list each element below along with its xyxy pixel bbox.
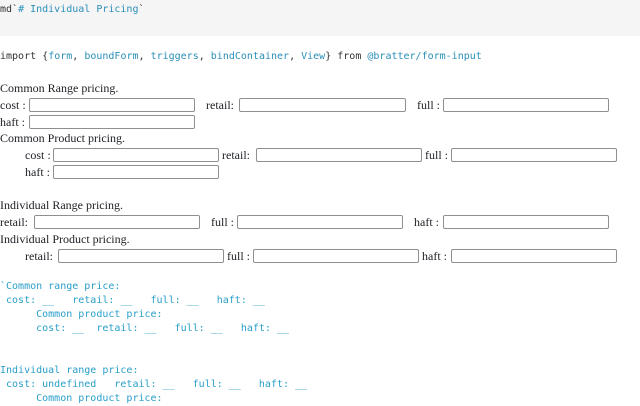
import-brace-open: { xyxy=(42,51,49,62)
common-range-retail-input[interactable] xyxy=(239,98,406,112)
output-line: cost: __ retail: __ full: __ haft: __ xyxy=(0,295,265,306)
common-product-full-label: full : xyxy=(425,148,448,162)
import-cell[interactable]: import {form, boundForm, triggers, bindC… xyxy=(0,51,482,62)
common-range-retail-label: retail: xyxy=(206,98,234,112)
individual-range-row: retail: full : haft : xyxy=(0,215,640,229)
common-product-cost-input[interactable] xyxy=(53,148,219,162)
common-range-heading: Common Range pricing. xyxy=(0,81,119,95)
import-name-form: form xyxy=(48,51,73,62)
common-range-row-2: haft : xyxy=(0,115,640,129)
individual-range-haft-input[interactable] xyxy=(443,215,609,229)
common-range-cost-input[interactable] xyxy=(29,98,195,112)
import-name-bindcontainer: bindContainer xyxy=(210,51,290,62)
individual-range-retail-input[interactable] xyxy=(34,215,200,229)
common-product-retail-input[interactable] xyxy=(256,148,422,162)
individual-product-retail-input[interactable] xyxy=(58,249,224,263)
import-name-boundform: boundForm xyxy=(84,51,139,62)
common-product-row-1: cost : retail: full : xyxy=(0,148,640,162)
output-line xyxy=(0,336,307,350)
common-range-full-label: full : xyxy=(417,98,440,112)
import-brace-close: } xyxy=(325,51,332,62)
md-text: # Individual Pricing xyxy=(18,4,139,15)
markdown-cell[interactable]: md`# Individual Pricing` xyxy=(0,0,640,36)
import-name-view: View xyxy=(301,51,326,62)
output-line xyxy=(0,350,307,364)
individual-range-heading: Individual Range pricing. xyxy=(0,198,123,212)
common-range-row-1: cost : retail: full : xyxy=(0,98,640,112)
common-range-full-input[interactable] xyxy=(443,98,609,112)
from-keyword: from xyxy=(337,51,362,62)
md-tag: md` xyxy=(0,4,19,15)
individual-product-full-input[interactable] xyxy=(253,249,419,263)
common-product-heading: Common Product pricing. xyxy=(0,131,125,145)
individual-range-full-input[interactable] xyxy=(237,215,403,229)
individual-product-haft-label: haft : xyxy=(422,249,447,263)
individual-product-heading: Individual Product pricing. xyxy=(0,232,130,246)
md-close: ` xyxy=(138,4,145,15)
individual-range-full-label: full : xyxy=(211,215,234,229)
common-product-retail-label: retail: xyxy=(222,148,250,162)
output-line: Individual range price: xyxy=(0,365,139,376)
output-line: Common product price: xyxy=(0,393,163,404)
individual-product-row: retail: full : haft : xyxy=(0,249,640,263)
common-range-cost-label: cost : xyxy=(0,98,26,112)
individual-range-haft-label: haft : xyxy=(414,215,439,229)
common-product-row-2: haft : xyxy=(0,165,640,179)
import-module: @bratter/form-input xyxy=(367,51,482,62)
common-product-cost-label: cost : xyxy=(25,148,51,162)
common-range-haft-input[interactable] xyxy=(29,115,195,129)
common-product-haft-label: haft : xyxy=(25,165,50,179)
output-line: `Common range price: xyxy=(0,281,121,292)
individual-product-haft-input[interactable] xyxy=(451,249,617,263)
individual-product-full-label: full : xyxy=(227,249,250,263)
output-line: cost: undefined retail: __ full: __ haft… xyxy=(0,379,308,390)
price-output: `Common range price: cost: __ retail: __… xyxy=(0,280,307,406)
import-keyword: import xyxy=(0,51,37,62)
import-name-triggers: triggers xyxy=(150,51,199,62)
output-line: Common product price: xyxy=(0,309,163,320)
common-range-haft-label: haft : xyxy=(0,115,25,129)
individual-range-retail-label: retail: xyxy=(0,215,28,229)
output-line: cost: __ retail: __ full: __ haft: __ xyxy=(0,323,289,334)
individual-product-retail-label: retail: xyxy=(25,249,53,263)
common-product-haft-input[interactable] xyxy=(53,165,219,179)
common-product-full-input[interactable] xyxy=(451,148,617,162)
markdown-source: md`# Individual Pricing` xyxy=(0,4,145,15)
